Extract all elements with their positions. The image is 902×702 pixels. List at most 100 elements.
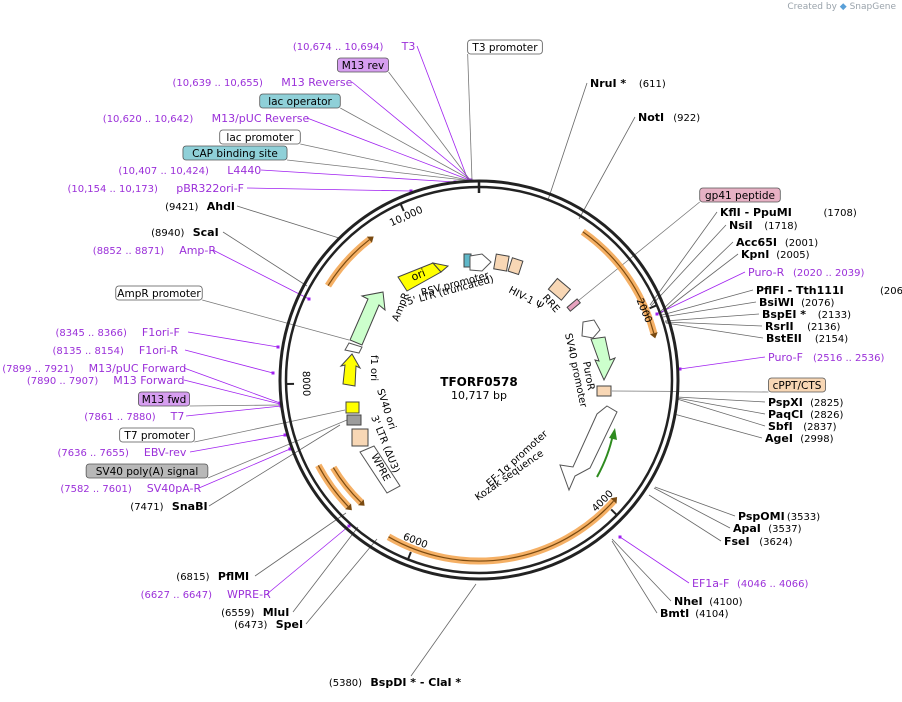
- leader-l-acc65i: [659, 241, 734, 313]
- label-position: (2136): [807, 322, 840, 333]
- label-bmti[interactable]: (4104)BmtI: [660, 607, 729, 620]
- label-noti[interactable]: (922)NotI: [638, 111, 700, 124]
- label-sv40pa[interactable]: SV40 poly(A) signal: [85, 463, 209, 479]
- feature-ori[interactable]: ori: [397, 262, 450, 292]
- leader-l-bsteii: [665, 322, 764, 339]
- label-pspxi[interactable]: (2825)PspXI: [768, 396, 843, 409]
- scale-tick: [407, 551, 412, 560]
- arc-ampr-core: [327, 239, 370, 287]
- label-ampr-p[interactable]: (8852 .. 8871)Amp-R: [93, 244, 217, 257]
- hiv-psi-box: [507, 257, 524, 276]
- label-m13puc-rev[interactable]: (10,620 .. 10,642)M13/pUC Reverse: [103, 112, 310, 125]
- label-sv40par[interactable]: (7582 .. 7601)SV40pA-R: [60, 482, 201, 495]
- label-name: CAP binding site: [192, 148, 278, 160]
- leader-l-m13puc-rev: [306, 117, 473, 182]
- label-ampr-pro[interactable]: AmpR promoter: [115, 285, 203, 301]
- feature-puror[interactable]: [590, 336, 617, 382]
- label-t3[interactable]: (10,674 .. 10,694)T3: [293, 40, 416, 53]
- label-name: MluI: [263, 606, 290, 619]
- label-ef1af[interactable]: (4046 .. 4066)EF1a-F: [692, 577, 808, 590]
- label-nsii[interactable]: (1718)NsiI: [729, 219, 798, 232]
- label-position: (2020 .. 2039): [793, 268, 865, 279]
- label-position: (10,407 .. 10,424): [118, 166, 209, 177]
- label-m13rev[interactable]: M13 rev: [337, 57, 389, 73]
- label-bsiwi[interactable]: (2076)BsiWI: [759, 296, 834, 309]
- label-position: (6627 .. 6647): [141, 590, 213, 601]
- label-position: (922): [673, 113, 700, 124]
- label-name: BmtI: [660, 607, 689, 620]
- label-f1f[interactable]: (8345 .. 8366)F1ori-F: [55, 326, 179, 339]
- label-kfli[interactable]: (1708)KflI - PpuMI: [720, 206, 857, 219]
- label-position: (3624): [759, 537, 792, 548]
- label-gp41[interactable]: gp41 peptide: [699, 187, 781, 203]
- arc-wpre-core: [388, 500, 614, 562]
- label-sbfi[interactable]: (2837)SbfI: [768, 420, 837, 433]
- leader-l-t3: [416, 45, 469, 181]
- label-position: (7582 .. 7601): [60, 484, 132, 495]
- label-pflfi[interactable]: (2062)PflFI - Tth111I: [756, 284, 902, 297]
- label-m13forward[interactable]: (7890 .. 7907)M13 Forward: [27, 374, 185, 387]
- label-nrui[interactable]: (611)NruI *: [590, 77, 666, 90]
- label-scai[interactable]: (8940)ScaI: [151, 226, 219, 239]
- leader-l-f1f: [187, 331, 279, 348]
- leader-l-puror: [656, 271, 746, 315]
- label-ebv[interactable]: (7636 .. 7655)EBV-rev: [57, 446, 186, 459]
- label-pbr[interactable]: (10,154 .. 10,173)pBR322ori-F: [67, 182, 244, 195]
- label-t3pro[interactable]: T3 promoter: [467, 39, 543, 55]
- label-name: cPPT/CTS: [773, 380, 822, 392]
- label-name: AmpR promoter: [117, 288, 201, 300]
- label-spei[interactable]: (6473)SpeI: [234, 618, 303, 631]
- leader-l-pflfi: [661, 289, 754, 316]
- label-l4440[interactable]: (10,407 .. 10,424)L4440: [118, 164, 261, 177]
- ampr-promoter-arrow: [344, 342, 363, 354]
- label-position: (7636 .. 7655): [57, 448, 129, 459]
- label-acc65i[interactable]: (2001)Acc65I: [736, 236, 818, 249]
- label-name: KpnI: [741, 248, 769, 261]
- label-fsei[interactable]: (3624)FseI: [724, 535, 793, 548]
- hiv-label: HIV-1 Ψ: [507, 285, 546, 312]
- label-name: Acc65I: [736, 236, 777, 249]
- label-agei[interactable]: (2998)AgeI: [765, 432, 834, 445]
- label-nhei[interactable]: (4100)NheI: [674, 595, 743, 608]
- label-name: ApaI: [733, 522, 761, 535]
- leader-l-sbfi: [676, 398, 766, 427]
- feature-f1-ori[interactable]: f1 ori: [339, 353, 379, 387]
- label-puror[interactable]: (2020 .. 2039)Puro-R: [748, 266, 864, 279]
- label-snabi[interactable]: (7471)SnaBI: [130, 500, 207, 513]
- label-f1r[interactable]: (8135 .. 8154)F1ori-R: [52, 344, 178, 357]
- label-box: [467, 39, 543, 55]
- label-kpni[interactable]: (2005)KpnI: [741, 248, 810, 261]
- leader-l-cppt: [611, 390, 769, 393]
- label-cap[interactable]: CAP binding site: [182, 145, 288, 161]
- label-bspdi[interactable]: (5380)BspDI * - ClaI *: [329, 676, 462, 689]
- label-mlui[interactable]: (6559)MluI: [221, 606, 289, 619]
- label-lacpro[interactable]: lac promoter: [219, 129, 301, 145]
- leader-l-t7pro: [194, 409, 346, 443]
- leader-l-pbr: [246, 187, 412, 192]
- label-ahdi[interactable]: (9421)AhdI: [165, 200, 235, 213]
- label-m13puc-fwd[interactable]: (7899 .. 7921)M13/pUC Forward: [2, 362, 186, 375]
- label-cppt[interactable]: cPPT/CTS: [768, 377, 826, 393]
- leader-l-nhei: [611, 538, 672, 602]
- label-name: PspOMI: [738, 510, 785, 523]
- label-pspomi[interactable]: (3533)PspOMI: [738, 510, 820, 523]
- feature-ampr[interactable]: AmpR: [349, 291, 412, 346]
- label-lacop[interactable]: lac operator: [259, 93, 341, 109]
- label-pflmi[interactable]: (6815)PflMI: [176, 570, 249, 583]
- label-rsrii[interactable]: (2136)RsrII: [765, 320, 840, 333]
- label-box: [115, 285, 203, 301]
- label-m13fwd[interactable]: M13 fwd: [138, 391, 190, 407]
- label-paqci[interactable]: (2826)PaqCI: [768, 408, 843, 421]
- leader-l-pspomi: [654, 486, 736, 517]
- label-apai[interactable]: (3537)ApaI: [733, 522, 802, 535]
- label-m13reverse[interactable]: (10,639 .. 10,655)M13 Reverse: [172, 76, 352, 89]
- label-t7[interactable]: (7861 .. 7880)T7: [84, 410, 184, 423]
- label-t7pro[interactable]: T7 promoter: [119, 427, 195, 443]
- label-purof[interactable]: (2516 .. 2536)Puro-F: [768, 351, 884, 364]
- leader-l-spei: [305, 538, 378, 625]
- label-bsteii[interactable]: (2154)BstEII: [766, 332, 848, 345]
- label-bspei[interactable]: (2133)BspEI *: [762, 308, 851, 321]
- label-wpre[interactable]: (6627 .. 6647)WPRE-R: [141, 588, 271, 601]
- sv40-polya-box: [346, 414, 362, 426]
- scale-tick: [399, 203, 405, 212]
